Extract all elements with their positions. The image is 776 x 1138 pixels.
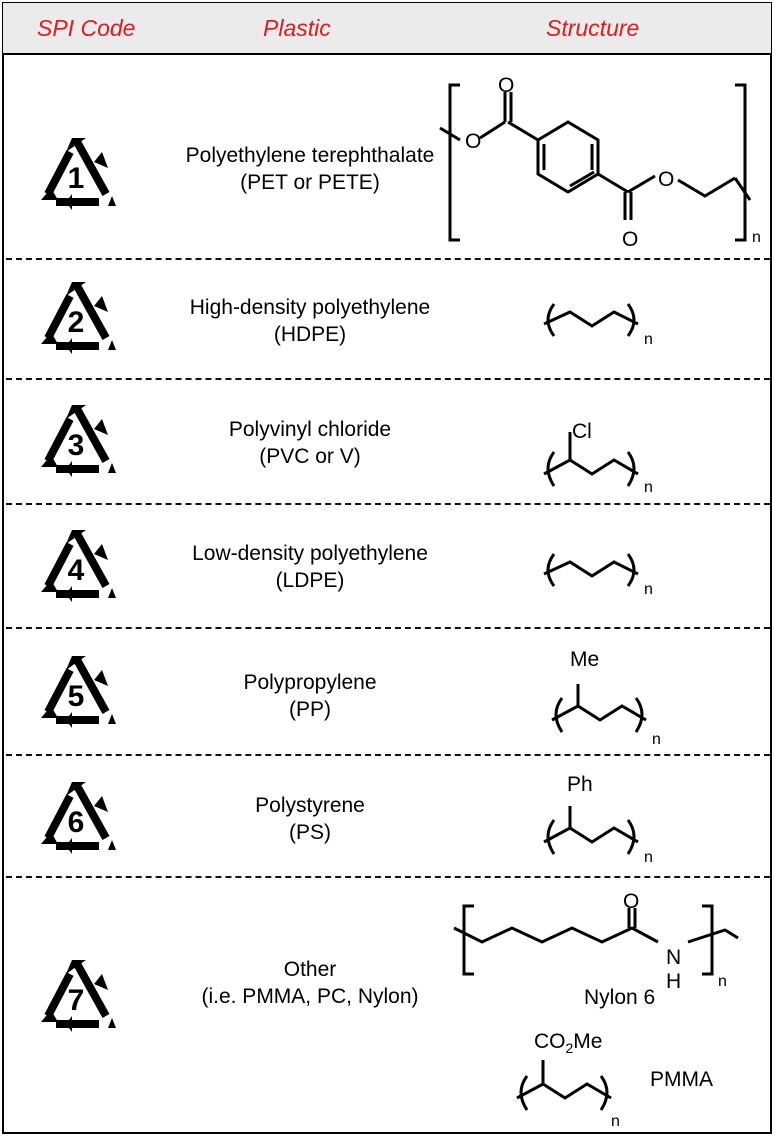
oxygen-label: O <box>465 130 481 153</box>
repeat-n: n <box>611 1113 620 1130</box>
repeat-n: n <box>644 479 653 496</box>
plastic-abbr: (PET or PETE) <box>240 171 380 194</box>
plastic-name-block: Low-density polyethylene (LDPE) <box>120 540 500 594</box>
plastic-abbr: (PS) <box>289 821 331 844</box>
recycle-triangle-icon: 2 <box>30 272 122 364</box>
recycle-triangle-icon: 1 <box>30 128 122 220</box>
code-number: 4 <box>68 554 85 587</box>
code-number: 3 <box>68 429 85 462</box>
plastic-name: High-density polyethylene <box>189 296 431 319</box>
recycle-triangle-icon: 5 <box>30 646 122 738</box>
row-divider <box>6 754 770 756</box>
pmma-caption: PMMA <box>650 1068 713 1091</box>
table-header: SPI Code Plastic Structure <box>3 3 771 55</box>
code-number: 2 <box>68 306 85 339</box>
oxygen-label: O <box>622 228 638 250</box>
code-number: 1 <box>68 162 85 195</box>
plastic-abbr: (PP) <box>289 698 331 721</box>
header-structure: Structure <box>546 15 640 41</box>
plastic-name: Polyvinyl chloride <box>228 418 392 441</box>
plastic-name-block: Polyethylene terephthalate (PET or PETE) <box>120 142 500 196</box>
ps-structure: n <box>543 806 653 866</box>
plastic-abbr: (i.e. PMMA, PC, Nylon) <box>201 985 419 1008</box>
plastic-name: Polyethylene terephthalate <box>185 144 435 167</box>
pet-structure: O O O O n <box>439 74 761 250</box>
header-spi-code: SPI Code <box>37 15 136 41</box>
nitrogen-label: N <box>666 946 681 969</box>
oxygen-label: O <box>623 890 639 913</box>
plastic-name: Low-density polyethylene <box>192 542 428 565</box>
oxygen-label: O <box>498 74 514 97</box>
plastic-name: Polystyrene <box>255 794 365 817</box>
plastic-abbr: (HDPE) <box>273 323 347 346</box>
repeat-n: n <box>644 581 653 598</box>
recycle-triangle-icon: 3 <box>30 395 122 487</box>
recycle-triangle-icon: 6 <box>30 772 122 864</box>
plastic-name-block: Other (i.e. PMMA, PC, Nylon) <box>120 956 500 1010</box>
header-plastic: Plastic <box>263 15 331 41</box>
oxygen-label: O <box>658 168 674 191</box>
plastic-name: Other <box>283 958 337 981</box>
pmma-substituent: CO2Me <box>534 1030 603 1057</box>
row-divider <box>6 627 770 629</box>
plastic-name-block: Polyvinyl chloride (PVC or V) <box>120 416 500 470</box>
repeat-n: n <box>644 849 653 866</box>
code-number: 6 <box>68 806 85 839</box>
hydrogen-label: H <box>666 970 681 993</box>
row-divider <box>6 503 770 505</box>
recycle-triangle-icon: 4 <box>30 520 122 612</box>
substituent-label: Me <box>570 648 600 671</box>
pmma-structure: n <box>516 1060 620 1130</box>
recycle-triangle-icon: 7 <box>30 950 122 1042</box>
repeat-n: n <box>752 229 761 246</box>
plastic-abbr: (PVC or V) <box>259 445 361 468</box>
ldpe-structure: n <box>543 553 653 598</box>
nylon6-structure: O N H n <box>453 890 739 993</box>
code-number: 7 <box>68 984 85 1017</box>
code-number: 5 <box>68 680 85 713</box>
nylon-caption: Nylon 6 <box>584 986 656 1009</box>
pvc-structure: n <box>543 432 653 496</box>
row-divider <box>6 876 770 878</box>
repeat-n: n <box>652 731 661 748</box>
plastic-abbr: (LDPE) <box>275 569 345 592</box>
substituent-label: Ph <box>567 773 593 796</box>
plastic-name: Polypropylene <box>243 671 377 694</box>
plastic-name-block: Polypropylene (PP) <box>120 669 500 723</box>
repeat-n: n <box>718 973 727 990</box>
plastic-name-block: Polystyrene (PS) <box>120 792 500 846</box>
row-divider <box>6 378 770 380</box>
pp-structure: n <box>551 684 661 748</box>
substituent-label: Cl <box>572 420 592 443</box>
hdpe-structure: n <box>543 303 653 348</box>
plastic-name-block: High-density polyethylene (HDPE) <box>120 294 500 348</box>
row-divider <box>6 258 770 260</box>
repeat-n: n <box>644 331 653 348</box>
